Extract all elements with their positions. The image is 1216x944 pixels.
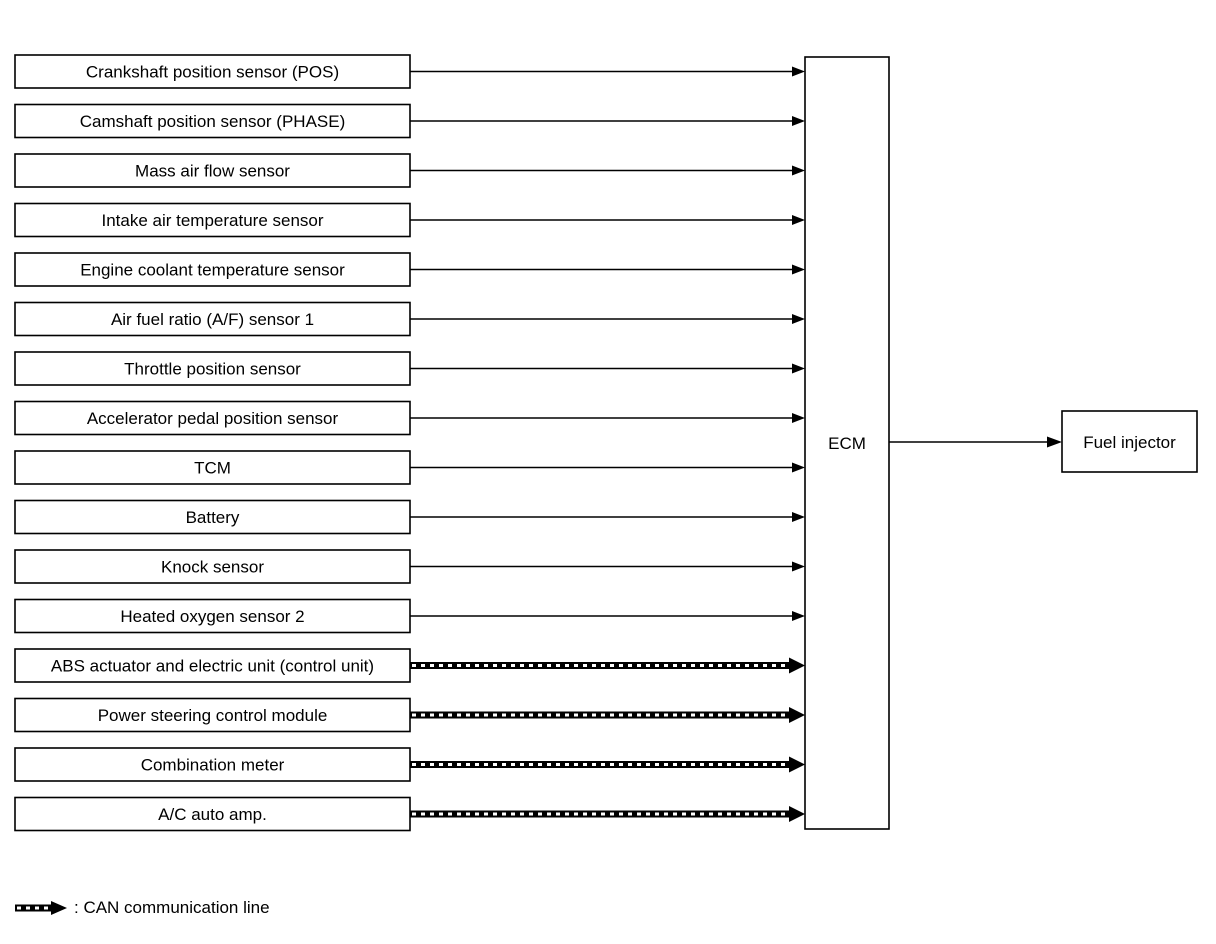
input-block: Combination meter: [14, 747, 805, 782]
input-label: Power steering control module: [98, 706, 328, 725]
legend: : CAN communication line: [14, 895, 270, 921]
signal-arrowhead: [792, 611, 805, 621]
input-box: [14, 598, 411, 634]
input-block: A/C auto amp.: [14, 796, 805, 832]
signal-arrowhead: [792, 363, 805, 374]
input-label: A/C auto amp.: [158, 805, 267, 824]
signal-arrowhead: [792, 215, 805, 225]
fuel-injector-label: Fuel injector: [1083, 433, 1176, 452]
input-label: Throttle position sensor: [124, 360, 301, 379]
input-label: Knock sensor: [161, 558, 264, 577]
input-block: Knock sensor: [14, 549, 805, 584]
input-box: [14, 499, 411, 535]
input-box: [14, 697, 411, 733]
signal-arrowhead: [792, 66, 805, 77]
input-block: Intake air temperature sensor: [14, 202, 805, 238]
can-arrowhead: [789, 657, 805, 674]
signal-arrowhead: [792, 264, 805, 275]
input-box: [14, 54, 411, 89]
input-label: Mass air flow sensor: [135, 162, 290, 181]
input-box: [14, 153, 411, 188]
signal-arrowhead: [792, 165, 805, 176]
input-block: Throttle position sensor: [14, 351, 805, 386]
input-label: TCM: [194, 459, 231, 478]
legend-label: : CAN communication line: [74, 898, 270, 917]
signal-arrowhead: [792, 512, 805, 522]
ecm-to-injector-arrowhead: [1047, 436, 1062, 448]
input-box: [14, 202, 411, 238]
input-box: [14, 351, 411, 386]
input-box: [14, 103, 411, 139]
signal-arrowhead: [792, 116, 805, 126]
fuel-injector-box: [1061, 410, 1198, 473]
can-line-legend-icon: [15, 901, 67, 915]
can-arrowhead: [789, 806, 805, 822]
input-block: Engine coolant temperature sensor: [14, 252, 805, 287]
input-box: [14, 450, 411, 485]
input-label: Accelerator pedal position sensor: [87, 409, 339, 428]
input-box: [14, 747, 411, 782]
input-block: Mass air flow sensor: [14, 153, 805, 188]
signal-arrowhead: [792, 462, 805, 473]
input-block: Heated oxygen sensor 2: [14, 598, 805, 634]
input-block: ABS actuator and electric unit (control …: [14, 648, 805, 683]
input-block: Air fuel ratio (A/F) sensor 1: [14, 301, 805, 337]
input-label: Combination meter: [141, 756, 285, 775]
can-arrowhead: [789, 707, 805, 723]
input-box: [14, 648, 411, 683]
input-label: Crankshaft position sensor (POS): [86, 63, 339, 82]
signal-arrowhead: [792, 413, 805, 423]
input-block: Accelerator pedal position sensor: [14, 400, 805, 436]
input-block: Crankshaft position sensor (POS): [14, 54, 805, 89]
can-arrowhead: [789, 756, 805, 773]
ecm-label: ECM: [828, 434, 866, 453]
input-box: [14, 549, 411, 584]
input-label: Battery: [186, 508, 240, 527]
input-block: Power steering control module: [14, 697, 805, 733]
input-label: Engine coolant temperature sensor: [80, 261, 345, 280]
signal-arrowhead: [792, 314, 805, 324]
input-label: ABS actuator and electric unit (control …: [51, 657, 374, 676]
input-block: Battery: [14, 499, 805, 535]
ecm-box: [804, 56, 890, 830]
signal-arrowhead: [792, 561, 805, 572]
input-label: Air fuel ratio (A/F) sensor 1: [111, 310, 314, 329]
input-block: Camshaft position sensor (PHASE): [14, 103, 805, 139]
input-label: Camshaft position sensor (PHASE): [80, 112, 346, 131]
input-label: Intake air temperature sensor: [101, 211, 323, 230]
input-block: TCM: [14, 450, 805, 485]
input-label: Heated oxygen sensor 2: [120, 607, 304, 626]
